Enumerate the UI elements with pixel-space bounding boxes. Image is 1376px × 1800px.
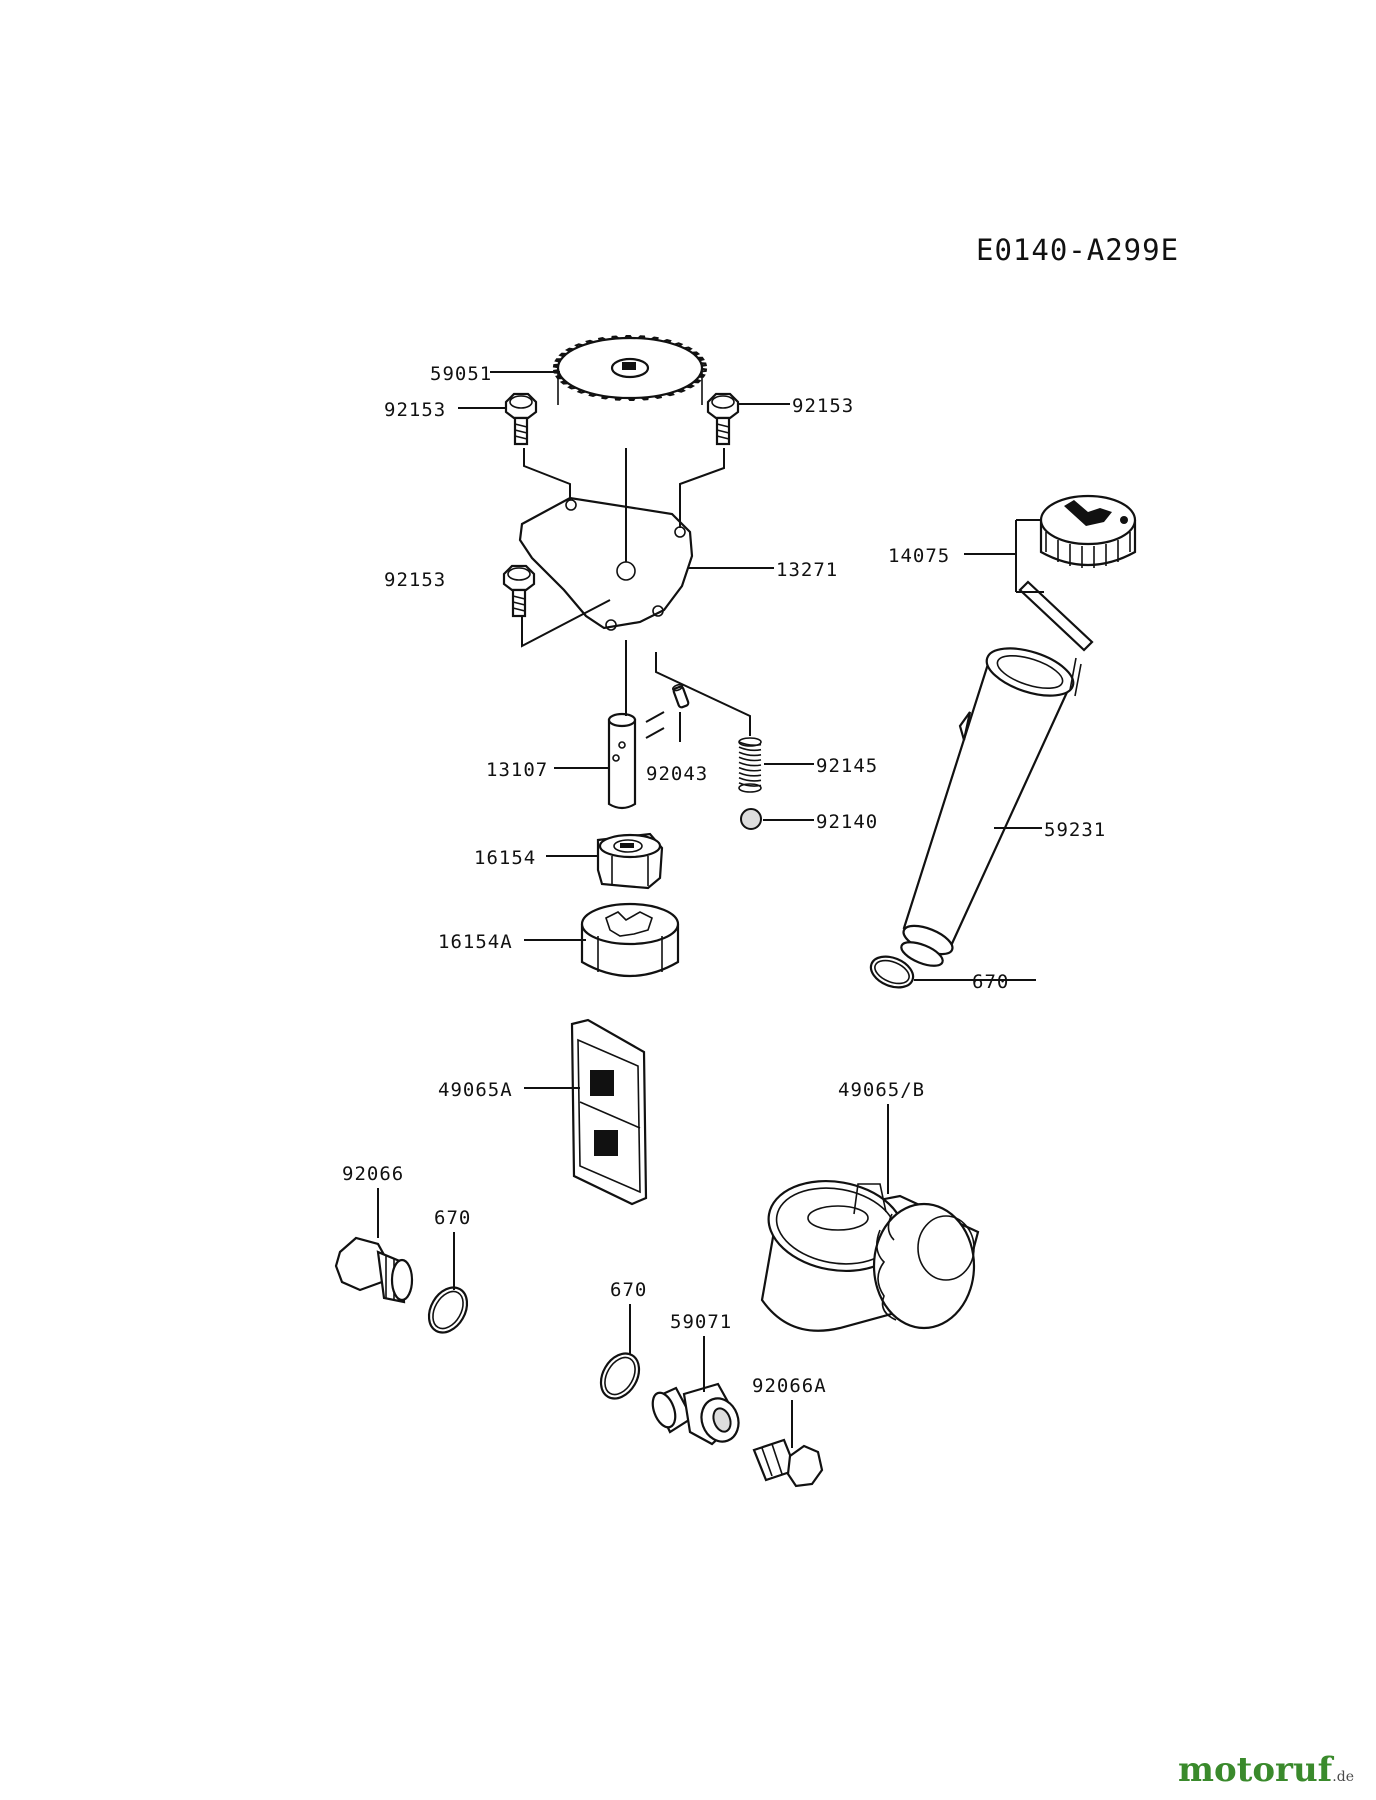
part-label-dipstick-cap: 14075 — [888, 545, 950, 567]
part-label-o-ring: 670 — [972, 971, 1009, 993]
part-label-fitting: 59071 — [670, 1311, 732, 1333]
part-label-bolt: 92153 — [384, 569, 446, 591]
inner-rotor-icon — [596, 832, 664, 890]
strainer-icon — [570, 1018, 648, 1206]
spring-icon — [738, 737, 762, 793]
gear-icon — [552, 335, 708, 405]
part-label-bolt: 92153 — [792, 395, 854, 417]
ball-icon — [740, 808, 762, 830]
o-ring-icon — [427, 1286, 469, 1334]
part-label-gear: 59051 — [430, 363, 492, 385]
part-label-drain-plug: 92066 — [342, 1163, 404, 1185]
part-label-bolt: 92153 — [384, 399, 446, 421]
part-label-o-ring: 670 — [610, 1279, 647, 1301]
oil-filter-icon — [760, 1179, 980, 1332]
bolt-icon — [504, 392, 538, 446]
o-ring-icon — [869, 955, 915, 989]
oil-fill-tube-icon — [900, 647, 1082, 967]
drain-plug-icon — [334, 1236, 414, 1304]
cover-plate-icon — [518, 496, 694, 631]
shaft-icon — [607, 712, 637, 810]
part-label-pin: 92043 — [646, 763, 708, 785]
part-label-plug: 92066A — [752, 1375, 827, 1397]
bolt-icon — [706, 392, 740, 446]
part-label-ball: 92140 — [816, 811, 878, 833]
part-label-spring: 92145 — [816, 755, 878, 777]
outer-rotor-icon — [580, 902, 680, 977]
part-label-shaft: 13107 — [486, 759, 548, 781]
watermark-logo: motoruf.de — [1178, 1750, 1354, 1790]
bolt-icon — [502, 564, 536, 618]
part-label-inner-rotor: 16154 — [474, 847, 536, 869]
watermark-brand: motoruf — [1178, 1750, 1333, 1790]
part-label-strainer: 49065A — [438, 1079, 513, 1101]
dipstick-cap-icon — [1018, 494, 1137, 652]
pin-icon — [672, 683, 690, 709]
part-labels: 59051 92153 92153 92153 13271 14075 1310… — [342, 363, 1106, 1397]
o-ring-icon — [599, 1352, 641, 1400]
leader-lines — [377, 371, 1044, 1448]
diagram-code: E0140-A299E — [976, 233, 1179, 267]
plug-icon — [752, 1438, 824, 1488]
watermark-tld: .de — [1332, 1769, 1354, 1785]
part-label-fill-tube: 59231 — [1044, 819, 1106, 841]
part-label-cover-plate: 13271 — [776, 559, 838, 581]
part-label-o-ring: 670 — [434, 1207, 471, 1229]
part-label-oil-filter: 49065/B — [838, 1079, 925, 1101]
fitting-icon — [651, 1382, 740, 1446]
part-label-outer-rotor: 16154A — [438, 931, 513, 953]
